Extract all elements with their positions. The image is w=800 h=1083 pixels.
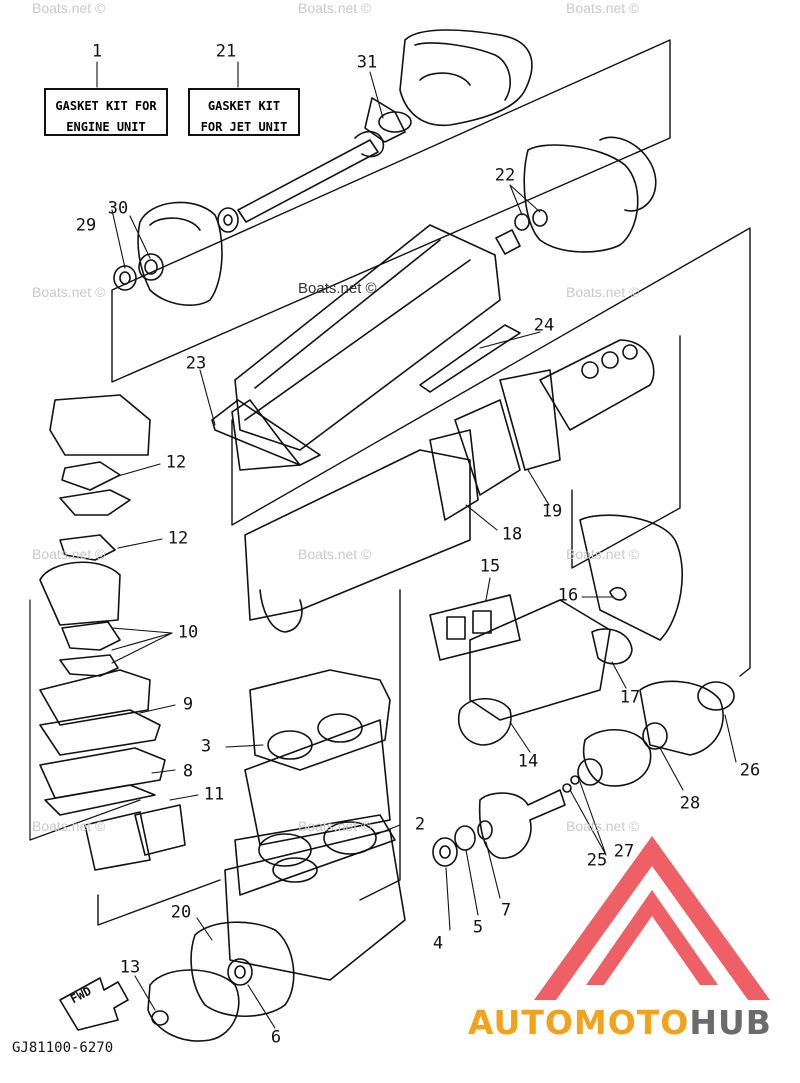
callout-12b: 12 bbox=[167, 528, 189, 549]
callout-21: 21 bbox=[215, 41, 237, 62]
watermark: Boats.net © bbox=[566, 284, 640, 300]
jet-group-frame bbox=[111, 39, 671, 383]
magneto-cover-drawing bbox=[147, 921, 295, 1042]
callout-29: 29 bbox=[75, 215, 97, 236]
exhaust-drawing bbox=[429, 514, 735, 756]
watermark: Boats.net © bbox=[32, 284, 106, 300]
watermark: Boats.net © bbox=[566, 0, 640, 16]
watermark: Boats.net © bbox=[32, 0, 106, 16]
callout-9: 9 bbox=[182, 694, 194, 715]
impeller-housing-drawing bbox=[364, 29, 533, 143]
logo-part2: HUB bbox=[689, 1003, 772, 1042]
engine-kit-line2: ENGINE UNIT bbox=[66, 120, 146, 134]
callout-30: 30 bbox=[107, 198, 129, 219]
watermark: Boats.net © bbox=[298, 546, 372, 562]
engine-group-frame bbox=[97, 589, 401, 926]
callout-2: 2 bbox=[414, 814, 426, 835]
callout-18: 18 bbox=[501, 524, 523, 545]
jet-gasket-kit-box: GASKET KIT FOR JET UNIT bbox=[188, 88, 300, 136]
callout-31: 31 bbox=[356, 52, 378, 73]
watermark: Boats.net © bbox=[32, 546, 106, 562]
intake-group-frame bbox=[231, 227, 751, 677]
callout-13: 13 bbox=[119, 957, 141, 978]
bearing-housing-drawing bbox=[113, 201, 223, 306]
callout-25: 25 bbox=[586, 850, 608, 871]
watermark-center: Boats.net © bbox=[298, 280, 377, 297]
callout-7: 7 bbox=[500, 900, 512, 921]
callout-16: 16 bbox=[557, 585, 579, 606]
callout-10: 10 bbox=[177, 622, 199, 643]
fwd-arrow bbox=[59, 977, 129, 1031]
part-code: GJ81100-6270 bbox=[12, 1040, 114, 1056]
callout-1: 1 bbox=[91, 41, 103, 62]
callout-6: 6 bbox=[270, 1027, 282, 1048]
callout-22: 22 bbox=[494, 165, 516, 186]
watermark: Boats.net © bbox=[298, 818, 372, 834]
callout-14: 14 bbox=[517, 751, 539, 772]
air-box-drawing bbox=[231, 224, 501, 471]
watermark: Boats.net © bbox=[566, 546, 640, 562]
automotohub-logo-text: AUTOMOTOHUB bbox=[468, 1003, 772, 1042]
logo-triangle bbox=[534, 836, 770, 1000]
gasket-23-drawing bbox=[211, 399, 321, 466]
callout-19: 19 bbox=[541, 501, 563, 522]
callout-8: 8 bbox=[182, 761, 194, 782]
callout-28: 28 bbox=[679, 793, 701, 814]
callout-20: 20 bbox=[170, 902, 192, 923]
pump-cover-drawing bbox=[495, 136, 657, 255]
callout-15: 15 bbox=[479, 556, 501, 577]
callout-17: 17 bbox=[619, 687, 641, 708]
logo-part1: AUTOMOTO bbox=[468, 1003, 690, 1042]
manifold-frame bbox=[571, 335, 681, 569]
left-gasket-stack-drawing bbox=[39, 394, 186, 871]
callout-24: 24 bbox=[533, 315, 555, 336]
callout-27: 27 bbox=[613, 841, 635, 862]
callout-3: 3 bbox=[200, 736, 212, 757]
watermark: Boats.net © bbox=[566, 818, 640, 834]
callout-4: 4 bbox=[432, 933, 444, 954]
watermark: Boats.net © bbox=[298, 0, 372, 16]
jet-kit-line2: FOR JET UNIT bbox=[200, 120, 288, 134]
callout-23: 23 bbox=[185, 353, 207, 374]
cylinder-head-drawing bbox=[224, 669, 406, 981]
gasket-group-frame bbox=[29, 599, 141, 841]
crankshaft-drawing bbox=[432, 729, 652, 867]
jet-kit-line1: GASKET KIT bbox=[207, 99, 281, 113]
callout-5: 5 bbox=[472, 917, 484, 938]
callout-11: 11 bbox=[203, 784, 225, 805]
gasket-24-drawing bbox=[419, 324, 521, 393]
callout-26: 26 bbox=[739, 760, 761, 781]
leader-lines bbox=[96, 61, 737, 1029]
drive-shaft-drawing bbox=[217, 130, 385, 233]
engine-gasket-kit-box: GASKET KIT FOR ENGINE UNIT bbox=[44, 88, 168, 136]
callout-12a: 12 bbox=[165, 452, 187, 473]
engine-kit-line1: GASKET KIT FOR bbox=[55, 99, 157, 113]
carburetor-assembly-drawing bbox=[244, 339, 655, 633]
watermark: Boats.net © bbox=[32, 818, 106, 834]
